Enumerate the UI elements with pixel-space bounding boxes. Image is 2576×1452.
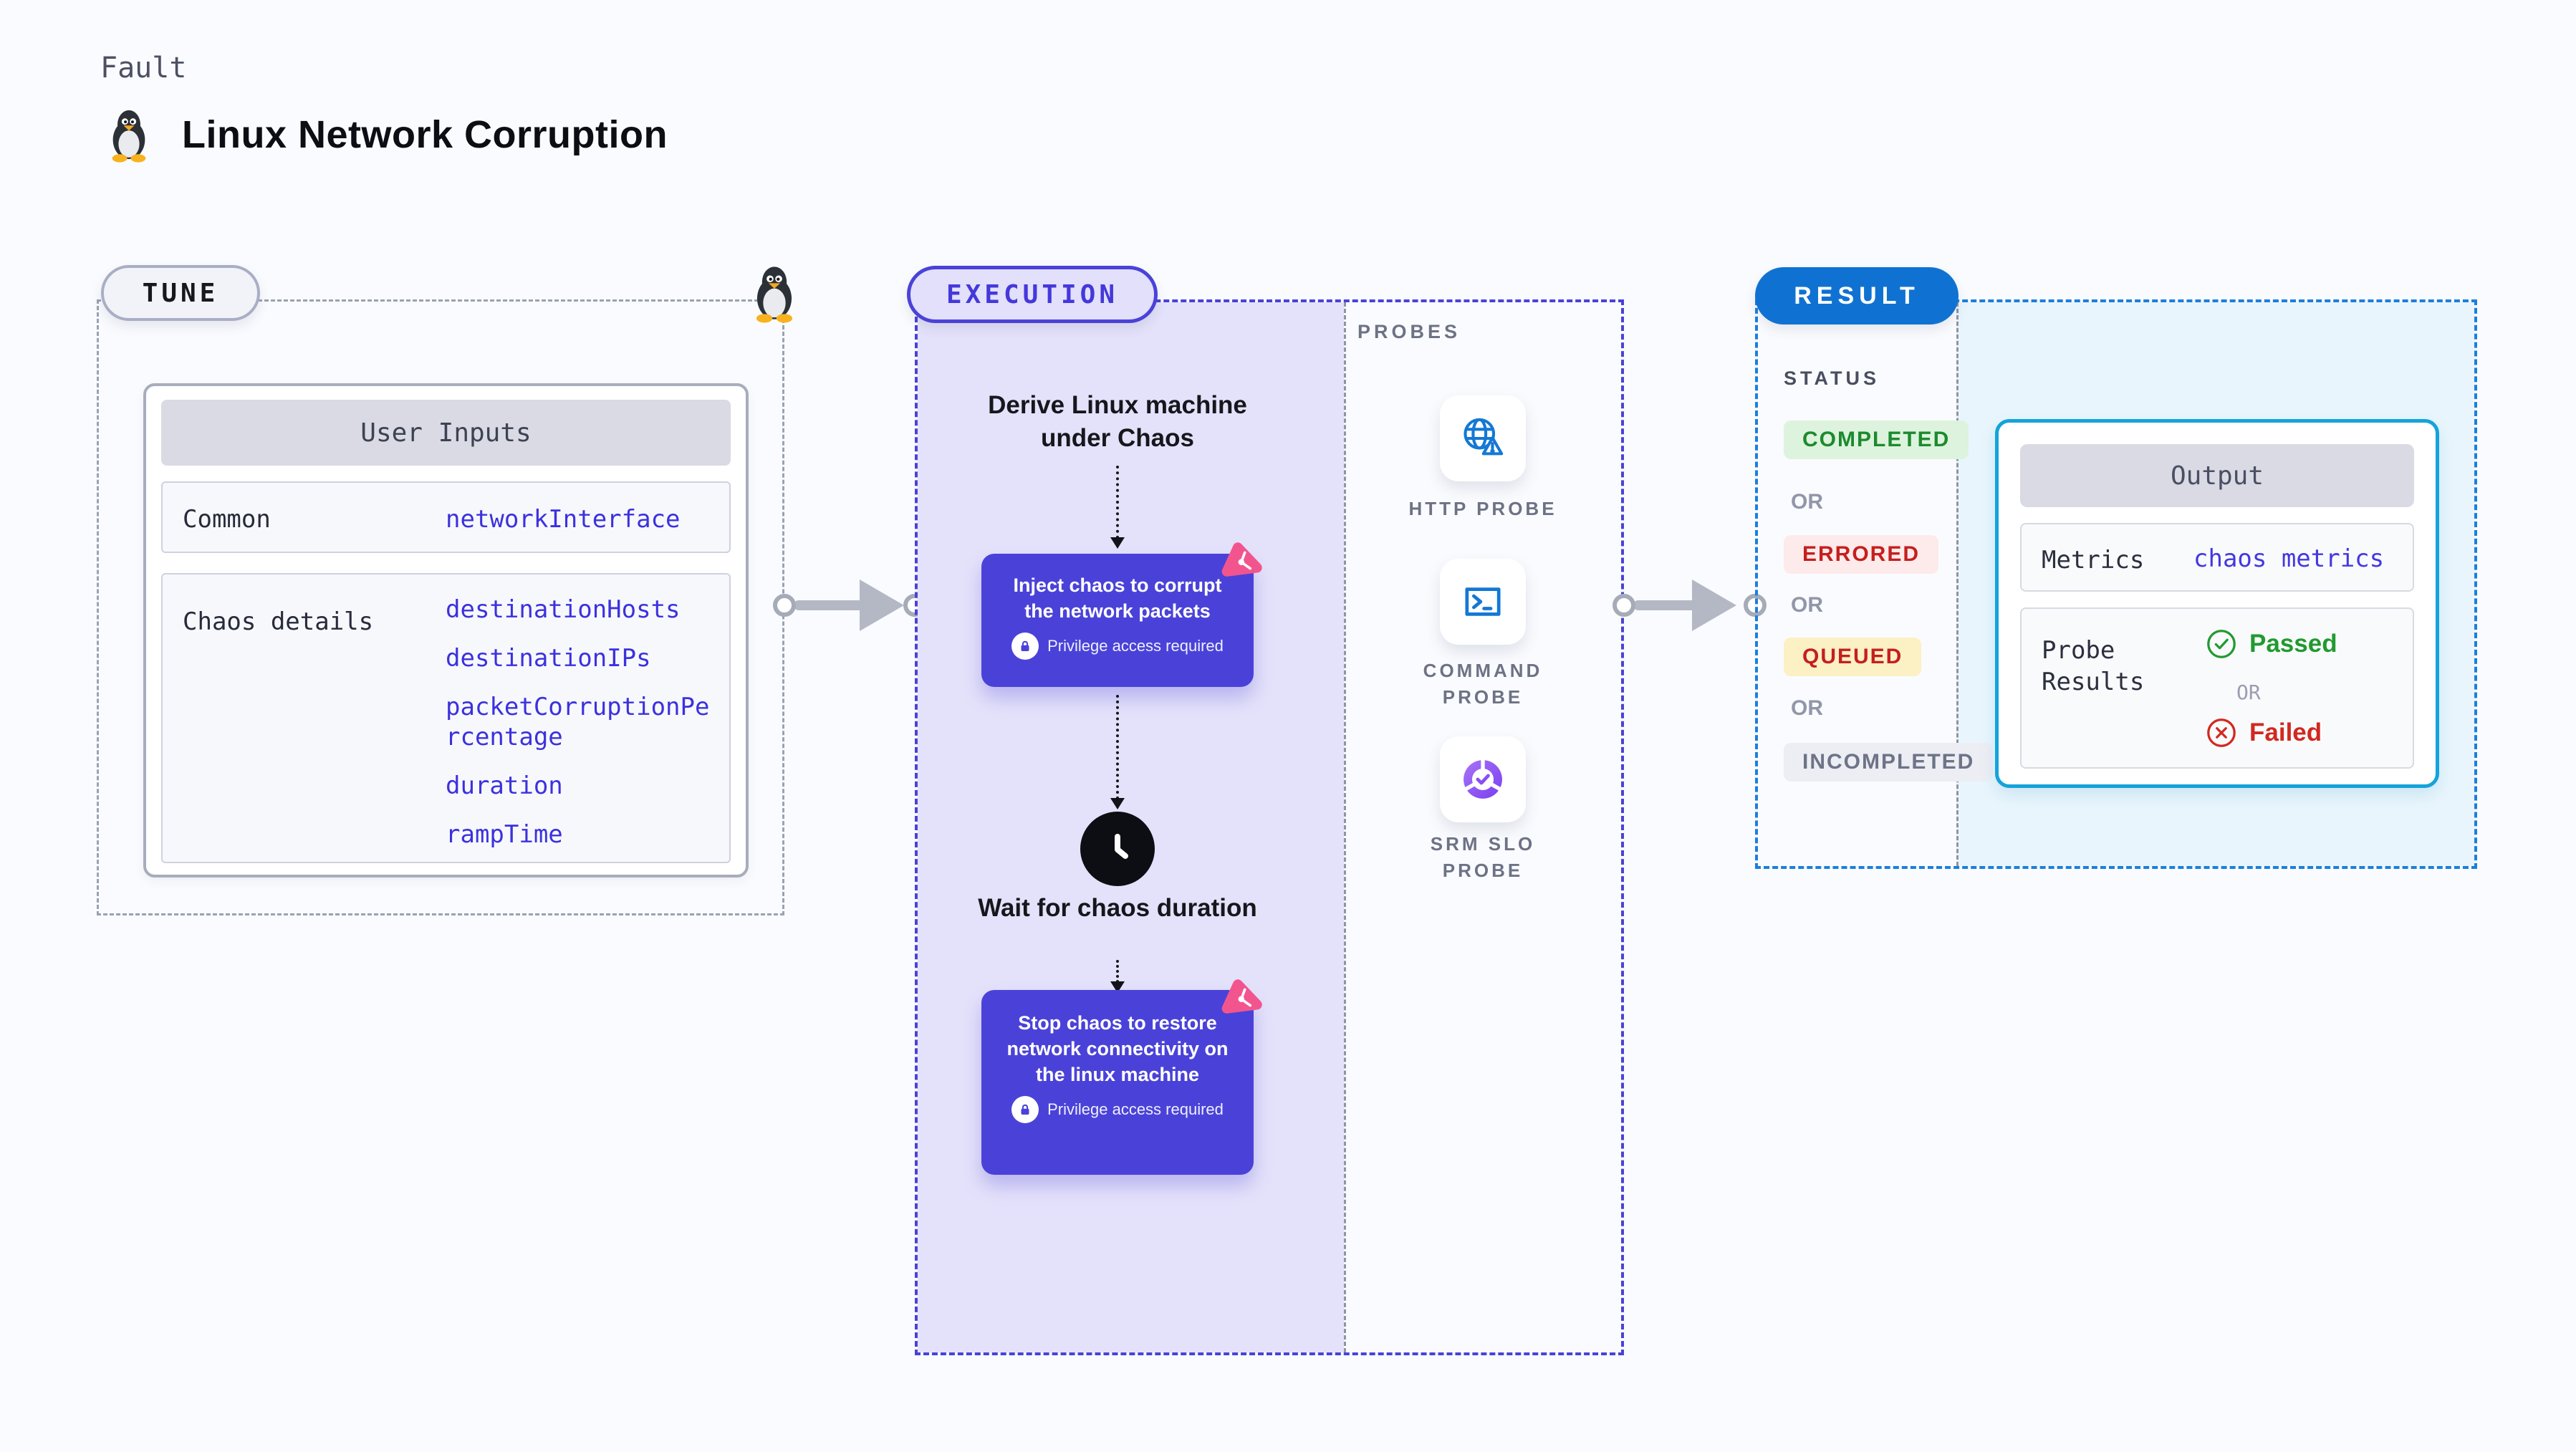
http-probe-icon (1456, 411, 1510, 466)
lock-icon (1011, 1096, 1039, 1123)
privilege-row: Privilege access required (999, 633, 1236, 660)
status-or: OR (1791, 696, 1823, 720)
result-divider (1956, 302, 1959, 866)
clock-icon (1080, 812, 1155, 886)
probe-results-label: Probe Results (2042, 636, 2145, 696)
table-row-chaos-details: Chaos details destinationHosts destinati… (161, 573, 731, 863)
chaos-brand-icon (1219, 539, 1265, 585)
lock-icon (1011, 633, 1039, 660)
command-probe-icon (1456, 574, 1510, 629)
metrics-label: Metrics (2042, 546, 2145, 574)
verdict-failed: Failed (2205, 716, 2322, 749)
row-label: Common (183, 505, 271, 534)
verdict-passed: Passed (2205, 628, 2337, 660)
connector-node (1613, 594, 1635, 617)
execution-section (915, 299, 1624, 1355)
probes-label: PROBES (1357, 321, 1461, 342)
step-wait-duration: Wait for chaos duration (978, 894, 1257, 922)
step-derive-machine: Derive Linux machine under Chaos (988, 391, 1247, 452)
connector-arrowhead (1692, 580, 1736, 631)
metrics-row: Metrics chaos metrics (2020, 523, 2414, 592)
row-value: duration (446, 771, 563, 800)
verdict-or: OR (2236, 681, 2261, 704)
flow-arrow (1116, 695, 1119, 799)
flow-arrowhead-icon (1110, 798, 1125, 809)
failed-label: Failed (2249, 718, 2322, 746)
output-header: Output (2020, 444, 2414, 507)
row-value: rampTime (446, 820, 563, 849)
connector-node (773, 594, 796, 617)
srm-slo-probe-icon (1456, 752, 1510, 807)
connector-line-tune-execution (794, 600, 873, 610)
table-row-common: Common networkInterface (161, 481, 731, 553)
flow-arrowhead-icon (1110, 537, 1125, 549)
failed-x-icon (2205, 716, 2238, 749)
flow-arrow (1116, 466, 1119, 539)
privilege-label: Privilege access required (1047, 637, 1224, 655)
passed-check-icon (2205, 628, 2238, 660)
row-value: packetCorruptionPercentage (446, 693, 710, 751)
row-value: networkInterface (446, 505, 681, 534)
output-card: Output Metrics chaos metrics Probe Resul… (1995, 419, 2439, 788)
page-title-row: Linux Network Corruption (100, 106, 668, 163)
flow-arrow (1116, 960, 1119, 983)
metrics-value: chaos metrics (2193, 544, 2385, 573)
status-or: OR (1791, 593, 1823, 617)
step-title: Inject chaos to corrupt the network pack… (1013, 574, 1222, 622)
probe-label-command: COMMAND PROBE (1423, 660, 1543, 708)
chaos-detail-values: destinationHosts destinationIPs packetCo… (446, 595, 721, 850)
tune-badge: TUNE (101, 265, 260, 321)
row-value: destinationIPs (446, 644, 651, 673)
probe-results-row: Probe Results Passed OR (2020, 607, 2414, 769)
http-probe-card (1440, 395, 1526, 481)
status-or: OR (1791, 490, 1823, 514)
row-label: Chaos details (183, 607, 374, 636)
step-inject-chaos: Inject chaos to corrupt the network pack… (981, 554, 1254, 687)
privilege-row: Privilege access required (999, 1096, 1236, 1123)
step-title: Stop chaos to restore network connectivi… (1006, 1012, 1229, 1085)
linux-penguin-icon (100, 106, 158, 163)
row-value: destinationHosts (446, 595, 681, 624)
status-badge-errored: ERRORED (1784, 535, 1939, 574)
command-probe-card (1440, 559, 1526, 645)
step-stop-chaos: Stop chaos to restore network connectivi… (981, 990, 1254, 1175)
connector-line-execution-result (1633, 600, 1701, 610)
status-badge-queued: QUEUED (1784, 638, 1922, 676)
probe-label-http: HTTP PROBE (1408, 498, 1557, 519)
chaos-brand-icon (1219, 976, 1265, 1021)
status-badge-completed: COMPLETED (1784, 420, 1969, 459)
execution-probes-divider (1344, 302, 1346, 1352)
status-badge-incompleted: INCOMPLETED (1784, 743, 1994, 782)
result-badge: RESULT (1755, 267, 1959, 324)
status-label: STATUS (1784, 367, 1880, 389)
page-title: Linux Network Corruption (182, 113, 668, 156)
connector-arrowhead (860, 580, 904, 631)
linux-penguin-icon-small (744, 262, 805, 324)
passed-label: Passed (2249, 630, 2337, 658)
probe-label-srm-slo: SRM SLO PROBE (1430, 833, 1536, 881)
execution-badge: EXECUTION (907, 266, 1158, 323)
srm-slo-probe-card (1440, 736, 1526, 822)
fault-kicker: Fault (100, 52, 187, 85)
user-inputs-header: User Inputs (161, 400, 731, 466)
privilege-label: Privilege access required (1047, 1100, 1224, 1118)
